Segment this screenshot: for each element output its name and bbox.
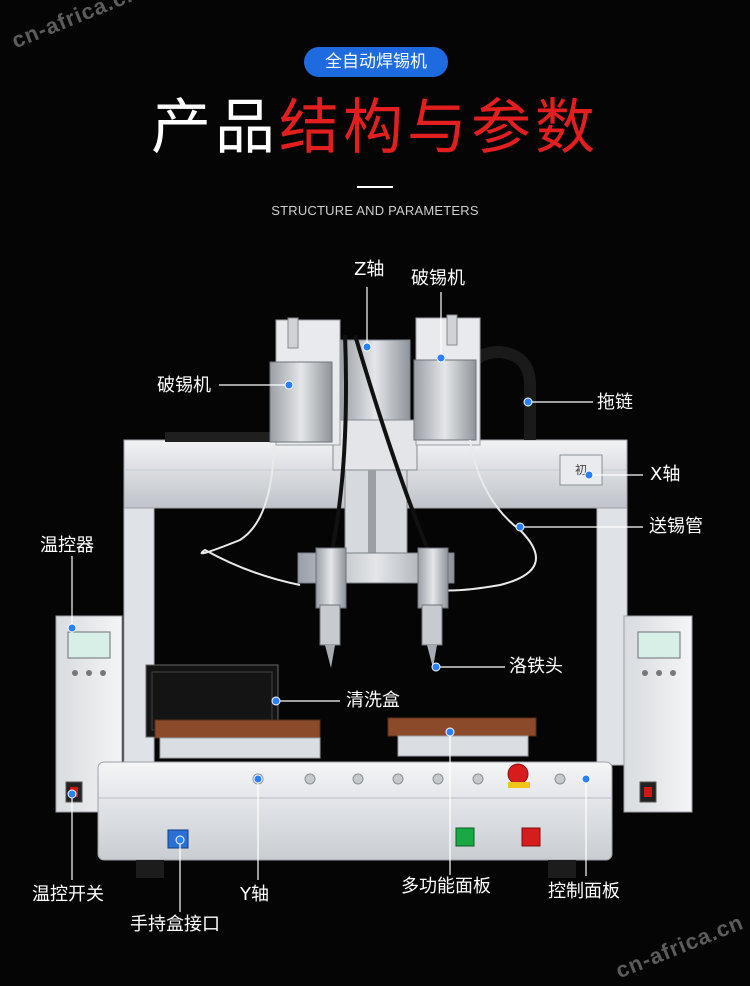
right-column — [596, 504, 628, 766]
label-tin-breaker-right: 破锡机 — [411, 268, 465, 289]
dot-control-panel — [581, 774, 591, 784]
page-subtitle: STRUCTURE AND PARAMETERS — [271, 203, 479, 218]
tin-feed-tube-left — [200, 444, 301, 586]
left-tin-breaker — [269, 361, 333, 443]
dot-tin-breaker-right — [436, 353, 446, 363]
label-temp-controller: 温控器 — [40, 535, 94, 556]
emergency-stop-button — [507, 763, 529, 785]
label-temp-switch: 温控开关 — [32, 884, 104, 905]
label-cleaning-box: 清洗盒 — [346, 690, 400, 711]
label-soldering-tip: 洛铁头 — [509, 656, 563, 677]
label-z-axis: Z轴 — [354, 259, 385, 280]
dot-multi-panel — [445, 727, 455, 737]
title-white: 产品 — [151, 93, 279, 163]
right-tin-breaker — [413, 359, 477, 441]
label-tin-feed-tube: 送锡管 — [649, 516, 703, 537]
label-control-panel: 控制面板 — [548, 881, 620, 902]
right-solder-head — [417, 547, 449, 609]
title-divider — [357, 186, 393, 188]
left-fixture — [154, 719, 321, 739]
page-title: 产品结构与参数 — [0, 88, 750, 168]
dot-tin-feed-tube — [515, 522, 525, 532]
tin-feed-tube-right — [439, 439, 537, 592]
svg-text:初: 初 — [575, 463, 587, 477]
dot-temp-controller — [67, 623, 77, 633]
right-fixture — [387, 717, 537, 737]
dot-y-axis — [253, 774, 263, 784]
dot-cleaning-box — [271, 696, 281, 706]
dot-soldering-tip — [431, 662, 441, 672]
dot-drag-chain — [523, 397, 533, 407]
red-stop-button — [521, 827, 541, 847]
dot-tin-breaker-left — [284, 380, 294, 390]
dot-z-axis — [362, 342, 372, 352]
green-start-button — [455, 827, 475, 847]
label-y-axis: Y轴 — [240, 884, 269, 905]
dot-handheld-port — [175, 835, 185, 845]
label-x-axis: X轴 — [650, 464, 681, 485]
label-multi-panel: 多功能面板 — [401, 876, 491, 897]
product-badge: 全自动焊锡机 — [304, 47, 448, 77]
right-temp-controller — [623, 615, 693, 813]
dot-x-axis — [584, 470, 594, 480]
dot-temp-switch — [67, 789, 77, 799]
beam-logo-plate — [559, 454, 603, 486]
machine-base — [97, 761, 613, 861]
label-handheld-port: 手持盒接口 — [130, 914, 220, 935]
left-solder-head — [315, 547, 347, 609]
title-red: 结构与参数 — [279, 93, 599, 163]
label-drag-chain: 拖链 — [597, 392, 633, 413]
label-tin-breaker-left: 破锡机 — [157, 375, 211, 396]
